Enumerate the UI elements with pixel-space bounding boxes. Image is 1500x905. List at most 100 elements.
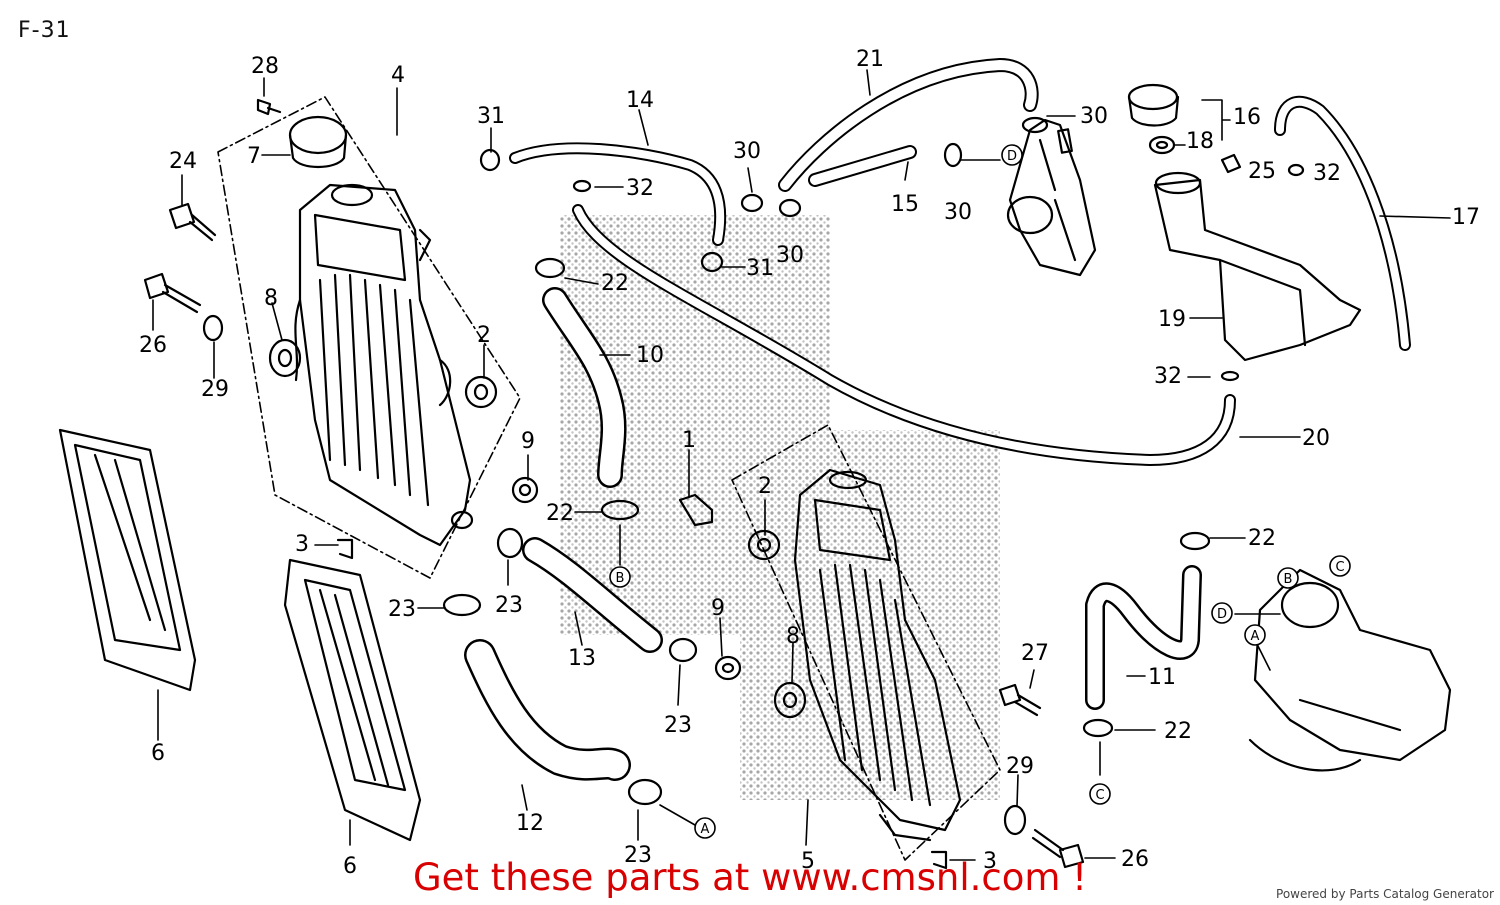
callout-29: 29 [1006,754,1034,779]
reference-markers: B D D A B C A C [609,144,1351,839]
callout-26: 26 [1121,847,1149,872]
carburetor [1006,118,1097,277]
callout-30: 30 [733,139,761,164]
svg-text:D: D [1007,149,1017,164]
svg-text:B: B [616,571,625,586]
clip-32-b [1220,370,1240,382]
clamps-30 [740,116,1049,218]
clamp-23-d [627,778,663,806]
ref-marker-b: B [1277,567,1299,589]
callout-15: 15 [891,192,919,217]
clamp-22-b [600,499,640,521]
callout-32: 32 [1313,161,1341,186]
reservoir-tank [1153,171,1362,362]
callout-32: 32 [626,176,654,201]
svg-text:A: A [1251,629,1260,644]
callout-26: 26 [139,333,167,358]
fitting-9-lower [714,655,742,681]
part-callouts: 28 4 7 24 26 8 29 2 31 14 32 22 10 30 21… [139,47,1480,879]
radiator-cap [288,115,348,168]
callout-24: 24 [169,149,197,174]
ref-marker-d: D [1001,144,1023,166]
callout-31: 31 [746,256,774,281]
grommet-8-upper [268,338,302,378]
callout-10: 10 [636,343,664,368]
left-shroud-inner [283,558,422,842]
small-screw [256,98,282,116]
bolt-24 [168,202,217,242]
clamp-23-c [442,593,482,617]
callout-17: 17 [1452,205,1480,230]
promo-link[interactable]: Get these parts at www.cmsnl.com ! [412,856,1087,899]
ref-marker-c: C [1089,783,1111,805]
callout-2: 2 [477,323,491,348]
ref-marker-a: A [694,817,716,839]
clamp-31-lower [700,251,724,273]
callout-22: 22 [601,271,629,296]
callout-23: 23 [624,843,652,868]
callout-16: 16 [1233,105,1261,130]
footer-credit: Powered by Parts Catalog Generator [1276,887,1494,901]
ref-marker-c: C [1329,555,1351,577]
callout-9: 9 [521,429,535,454]
callout-25: 25 [1248,159,1276,184]
seal-18 [1148,135,1176,155]
svg-text:D: D [1217,607,1227,622]
svg-text:A: A [701,822,710,837]
callout-1: 1 [682,428,696,453]
clip-32-upper [572,179,592,193]
clip-3-upper [336,538,354,560]
callout-3: 3 [983,849,997,874]
clip-3-lower [930,850,948,870]
clamp-23-a [496,527,524,559]
reservoir-cap [1127,83,1180,127]
callout-28: 28 [251,54,279,79]
ref-marker-d: D [1211,602,1233,624]
callout-14: 14 [626,88,654,113]
svg-text:B: B [1284,572,1293,587]
callout-19: 19 [1158,307,1186,332]
fitting-1 [678,493,714,527]
clip-32-a [1287,163,1305,177]
callout-13: 13 [568,646,596,671]
clamp-22-d [1082,718,1114,738]
left-radiator-group-outline [217,96,521,579]
callout-3: 3 [295,532,309,557]
callout-31: 31 [477,104,505,129]
callout-20: 20 [1302,426,1330,451]
watermark-dither [560,215,1000,800]
fitting-9-upper [511,476,539,504]
svg-text:C: C [1335,560,1344,575]
svg-text:C: C [1095,788,1104,803]
ref-marker-b: B [609,566,631,588]
grommet-2-lower [747,529,781,561]
callout-23: 23 [495,593,523,618]
callout-12: 12 [516,811,544,836]
callout-22: 22 [1248,526,1276,551]
callout-30: 30 [1080,104,1108,129]
callout-30: 30 [776,243,804,268]
callout-30: 30 [944,200,972,225]
clamp-22-a [534,257,566,279]
screw-25 [1220,153,1242,174]
callout-9: 9 [711,596,725,621]
callout-11: 11 [1148,665,1176,690]
page-title: F-31 [18,18,71,43]
bolt-26-lower [1031,828,1085,869]
callout-22: 22 [546,501,574,526]
water-pump-engine [1248,568,1452,772]
callout-27: 27 [1021,641,1049,666]
callout-2: 2 [758,474,772,499]
clamp-23-b [668,637,698,663]
clamp-22-c [1179,531,1211,551]
left-radiator [294,183,474,547]
bolt-26-upper [143,272,202,314]
callout-22: 22 [1164,719,1192,744]
callout-21: 21 [856,47,884,72]
bolt-27 [998,683,1042,717]
callout-6: 6 [151,741,165,766]
callout-6: 6 [343,854,357,879]
callout-29: 29 [201,377,229,402]
callout-18: 18 [1186,129,1214,154]
